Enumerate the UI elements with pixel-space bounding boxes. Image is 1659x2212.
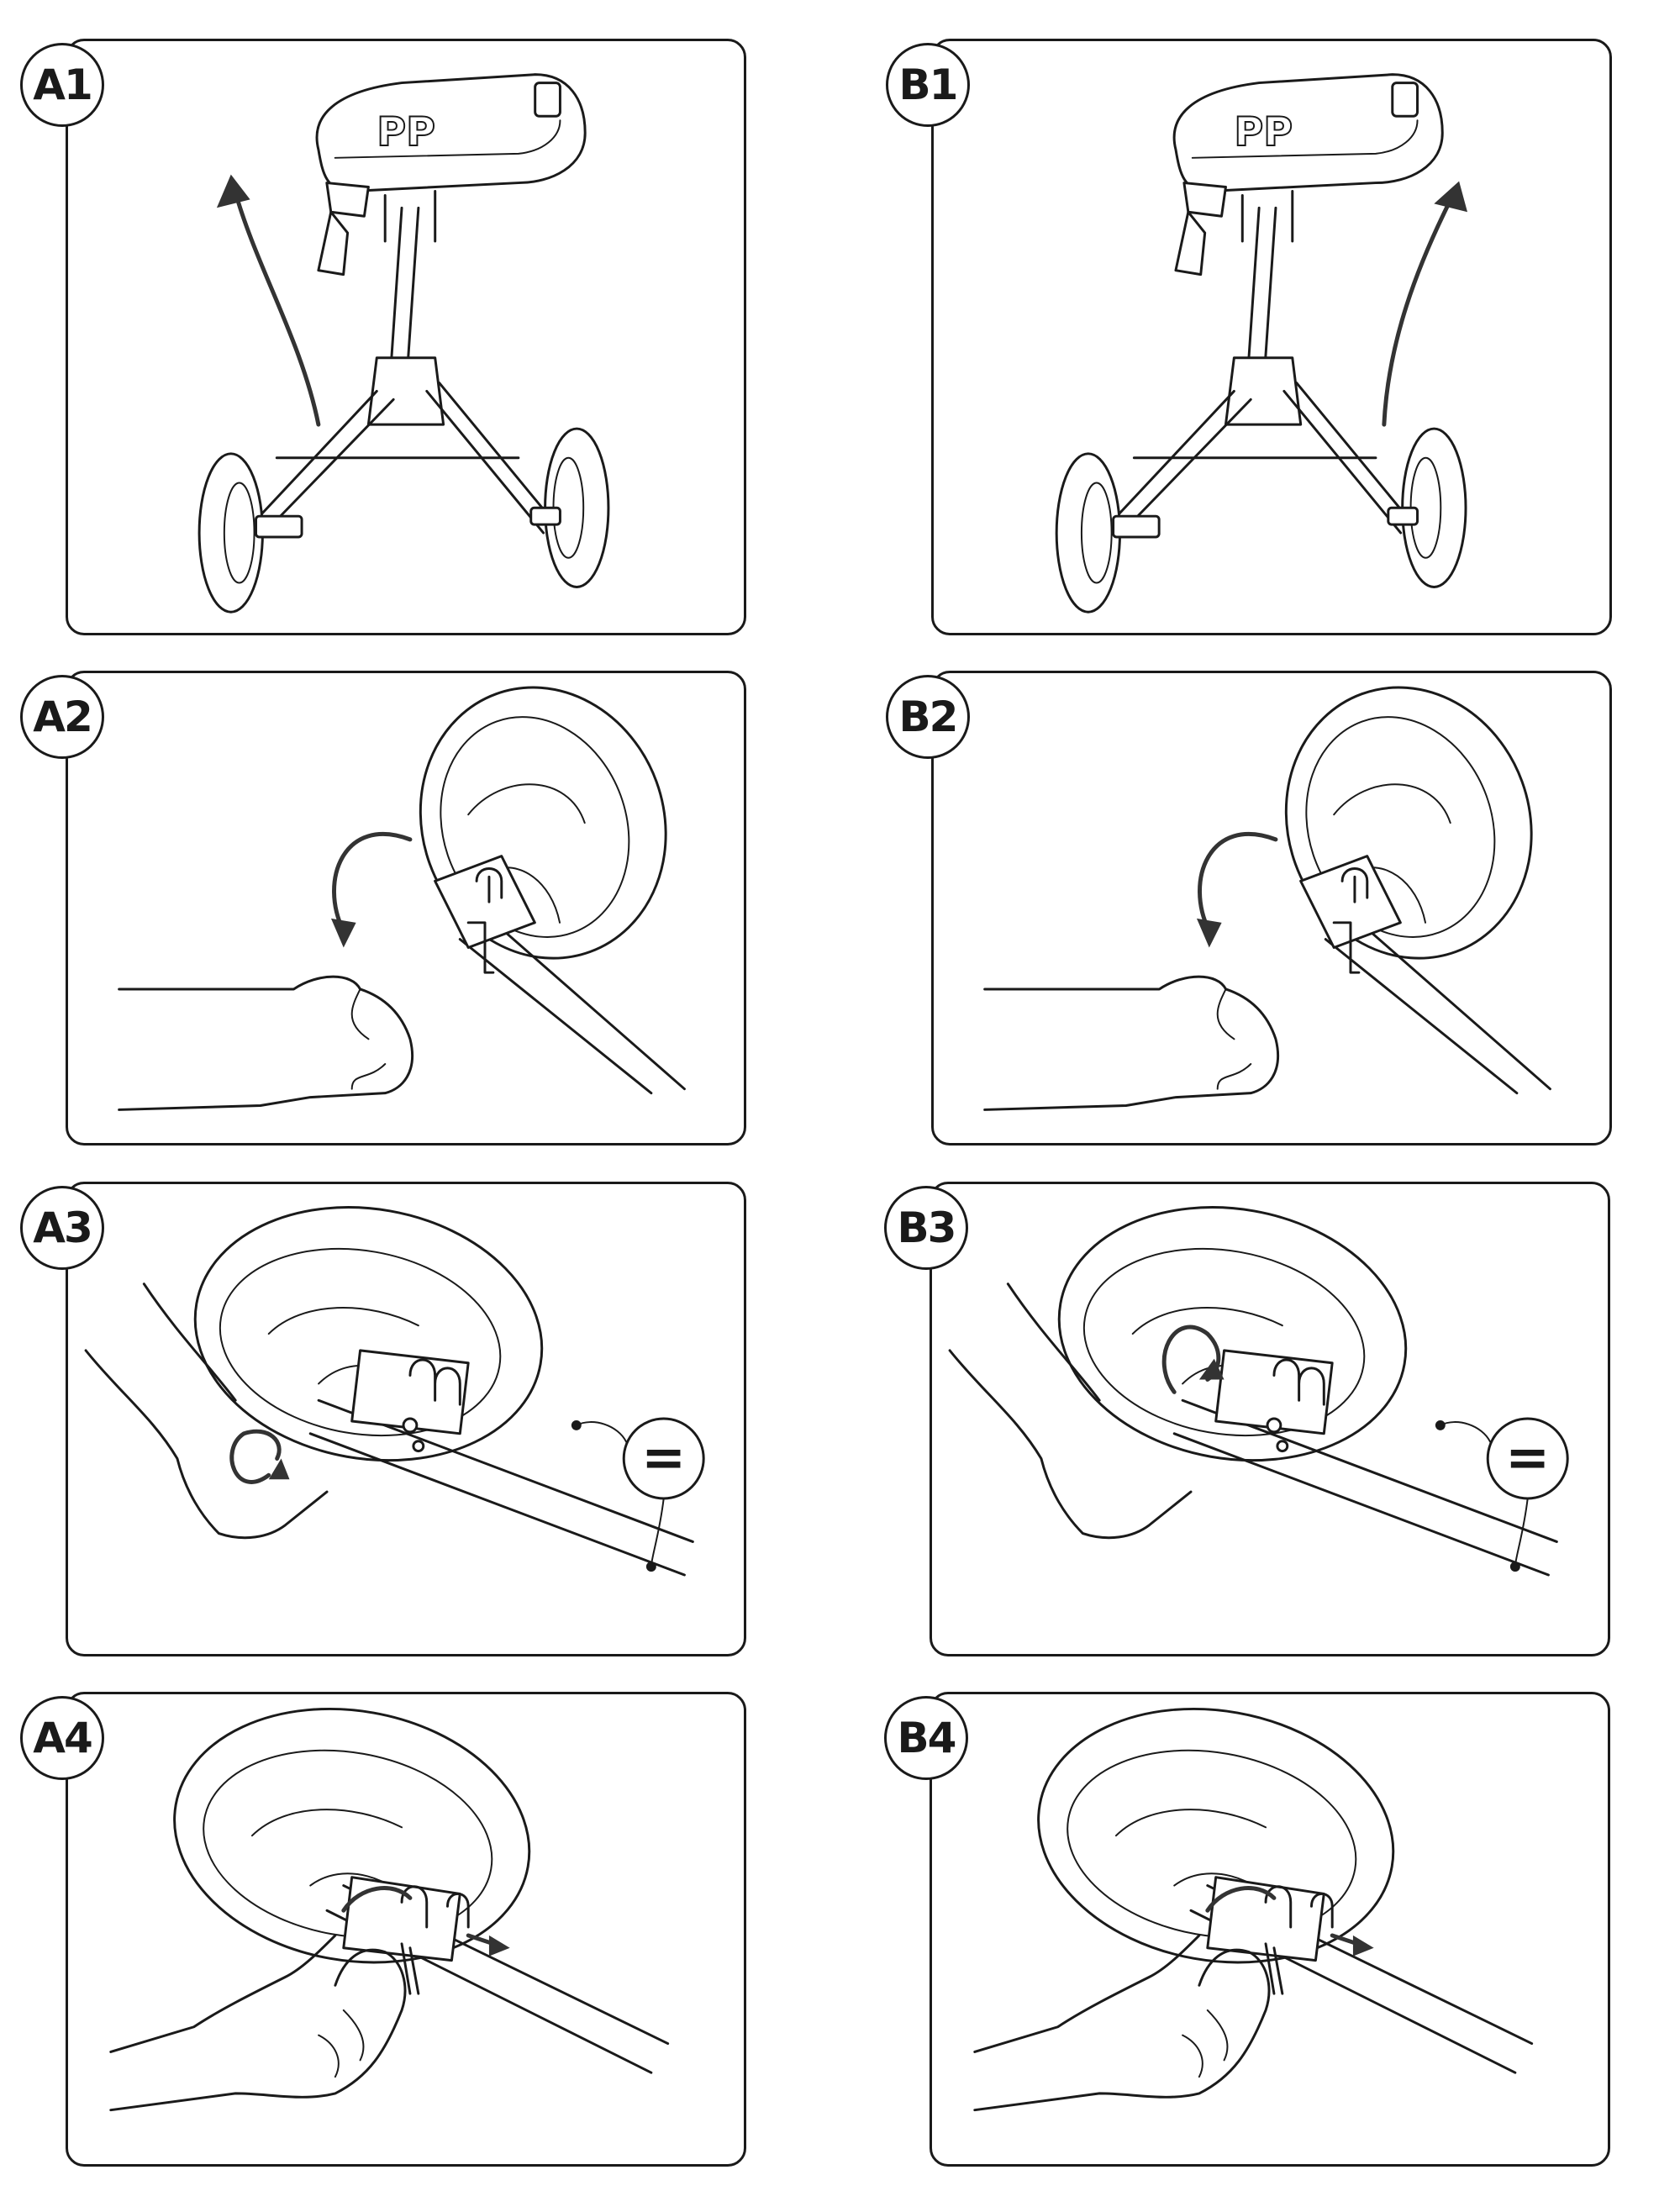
equal-sign: = — [641, 1425, 686, 1488]
panel-b2 — [931, 671, 1612, 1146]
wheel-hand-illustration: = — [84, 1206, 705, 1577]
wheel-hand-illustration: = — [948, 1206, 1569, 1577]
trolley-illustration: PP — [1055, 73, 1468, 614]
wheel-hand-illustration — [973, 1707, 1534, 2112]
step-badge-b4: B4 — [884, 1696, 968, 1780]
panel-a4 — [66, 1692, 746, 2167]
step-badge-b3: B3 — [884, 1186, 968, 1270]
equal-sign: = — [1505, 1425, 1550, 1488]
step-badge-a4: A4 — [20, 1696, 104, 1780]
logo-text: PP — [377, 109, 435, 155]
wheel-hand-illustration — [983, 686, 1551, 1111]
step-badge-a3: A3 — [20, 1186, 104, 1270]
trolley-illustration: PP — [198, 73, 610, 614]
step-badge-a1: A1 — [20, 43, 104, 127]
wheel-hand-illustration — [118, 686, 686, 1111]
panel-b4 — [930, 1692, 1610, 2167]
panel-b3: = — [930, 1182, 1610, 1656]
panel-a1: PP — [66, 39, 746, 635]
panel-a3: = — [66, 1182, 746, 1656]
step-badge-a2: A2 — [20, 675, 104, 759]
wheel-hand-illustration — [109, 1707, 670, 2112]
step-badge-b1: B1 — [886, 43, 970, 127]
step-badge-b2: B2 — [886, 675, 970, 759]
panel-b1: PP — [931, 39, 1612, 635]
logo-text: PP — [1234, 109, 1293, 155]
panel-a2 — [66, 671, 746, 1146]
